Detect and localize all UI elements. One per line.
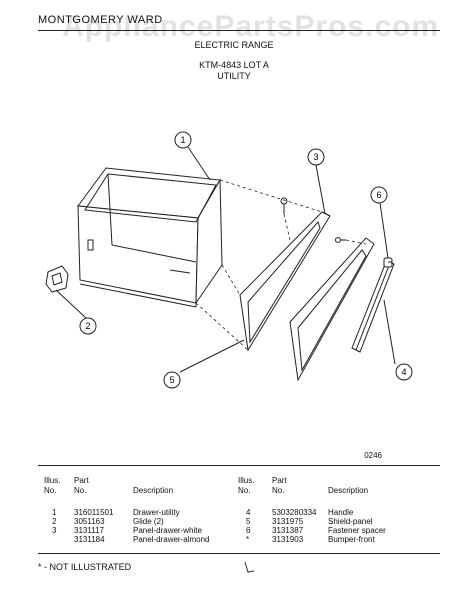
table-row-part: 3131975 [272,517,304,526]
table-row-illus: 1 [52,508,57,517]
table-row-desc: Bumper-front [328,535,375,544]
exploded-parts-diagram: 1 2 3 4 5 6 [45,131,413,389]
callout-4: 4 [395,363,413,381]
table-row-desc: Panel-drawer-almond [133,535,210,544]
col-header-illus-no-right: Illus.No. [238,476,255,495]
glide-part [45,265,69,293]
scan-mark-icon [244,561,255,573]
watermark-text: AppliancePartsPros.com [62,10,440,43]
footnote-not-illustrated: * - NOT ILLUSTRATED [38,562,132,572]
col-header-description-right: Description [328,486,369,495]
table-bottom-rule [38,553,440,554]
callout-6: 6 [370,186,388,204]
table-row-part: 3131184 [74,535,105,544]
shield-panel-part [289,237,375,382]
table-row-illus: 3 [52,526,57,535]
callout-4-label: 4 [401,367,406,377]
table-row-part: 3131117 [74,526,104,535]
drawer-utility-part [77,167,223,308]
product-title: ELECTRIC RANGE [194,40,274,50]
callout-6-label: 6 [376,190,381,200]
callout-5: 5 [163,371,181,389]
fastener-spacer-part [383,257,393,268]
table-row-part: 3131903 [272,535,304,544]
col-header-illus-no: Illus.No. [44,476,61,495]
callout-3: 3 [307,148,325,166]
table-row-illus: 4 [246,508,251,517]
table-row-desc: Glide (2) [133,517,164,526]
table-row-desc: Shield-panel [328,517,373,526]
brand-name: MONTGOMERY WARD [38,14,163,26]
table-row-illus: * [246,535,250,544]
table-row-part: 5303280334 [272,508,317,517]
handle-part [351,261,395,353]
callout-3-label: 3 [313,152,318,162]
header-rule [38,30,440,31]
callout-1: 1 [174,131,192,149]
table-row-part: 316011501 [74,508,114,517]
table-row-desc: Fastener spacer [328,526,386,535]
table-row-illus: 6 [246,526,251,535]
table-row-illus: 5 [246,517,251,526]
screw-part [280,197,346,243]
table-row-desc: Drawer-utility [133,508,180,517]
callout-2: 2 [79,317,97,335]
model-number: KTM-4843 LOT A [199,60,269,70]
callout-1-label: 1 [180,135,185,145]
table-top-rule [38,465,440,466]
panel-drawer-part [239,211,331,352]
table-row-illus: 2 [52,517,57,526]
table-row-desc: Panel-drawer-white [133,526,202,535]
table-row-part: 3131387 [272,526,304,535]
col-header-description: Description [133,486,174,495]
callout-5-label: 5 [169,375,174,385]
section-title: UTILITY [217,71,251,81]
callout-2-label: 2 [85,321,90,331]
table-row-desc: Handle [328,508,354,517]
table-row-part: 3051163 [74,517,105,526]
catalog-code: 0246 [364,451,382,460]
